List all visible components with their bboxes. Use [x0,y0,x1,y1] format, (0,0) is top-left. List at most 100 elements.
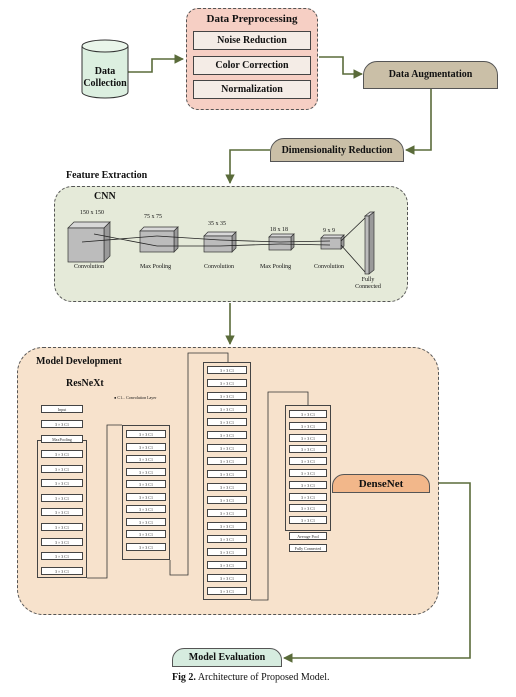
resnext-conv-layer: 3 × 3 C1 [207,444,247,452]
data-collection-line2: Collection [83,78,127,89]
figure-caption: Fig 2. Architecture of Proposed Model. [172,672,329,683]
preprocessing-item-color-correction: Color Correction [193,56,311,75]
resnext-conv-layer: 3 × 3 C1 [41,523,83,531]
cnn-size-2: 75 x 75 [144,214,162,220]
dimensionality-reduction-box: Dimensionality Reduction [270,138,404,162]
resnext-conv-layer: 3 × 3 C1 [207,392,247,400]
resnext-conv-layer: 3 × 3 C1 [41,508,83,517]
cnn-block-4 [268,233,295,251]
resnext-conv-layer: 3 × 3 C1 [289,433,327,442]
arrow-preprocessing-to-augmentation [319,56,363,79]
cnn-size-3: 35 x 35 [208,221,226,227]
cnn-subtitle: CNN [94,191,116,202]
resnext-conv-layer: 3 × 3 C1 [289,469,327,477]
data-augmentation-box: Data Augmentation [363,61,498,89]
resnext-average-pool-layer: Average Pool [289,532,327,540]
resnext-conv-layer: 3 × 3 C1 [289,445,327,454]
resnext-conv-layer: 3 × 3 C1 [207,561,247,569]
resnext-conv-layer: 3 × 3 C1 [207,522,247,530]
resnext-conv-layer: 3 × 3 C1 [289,504,327,513]
densenet-box: DenseNet [332,474,430,493]
resnext-conv-layer: 3 × 3 C1 [126,480,166,488]
data-collection-line1: Data [94,66,116,77]
resnext-conv-layer: 3 × 3 C1 [207,366,247,374]
resnext-conv-layer: 3 × 3 C1 [126,505,166,513]
resnext-conv-layer: 3 × 3 C1 [207,379,247,387]
cnn-fc-line2: Connected [355,284,381,290]
resnext-conv-layer: 3 × 3 C1 [207,418,247,426]
resnext-conv-layer: 3 × 3 C1 [289,480,327,489]
resnext-conv-layer: 3 × 3 C1 [41,537,83,546]
cnn-fully-connected-bar [364,211,375,275]
cnn-layer-label-4: Max Pooling [260,264,292,270]
resnext-conv-layer: 3 × 3 C1 [207,470,247,478]
resnext-conv-layer: 3 × 3 C1 [41,552,83,561]
cnn-layer-label-2: Max Pooling [140,264,172,270]
resnext-conv-layer: 3 × 3 C1 [126,430,166,438]
preprocessing-item-noise-reduction: Noise Reduction [193,31,311,50]
resnext-conv-layer: 3 × 3 C1 [126,530,166,538]
cnn-size-5: 9 x 9 [323,228,335,234]
resnext-col-3-outline [203,362,251,600]
caption-text: Architecture of Proposed Model. [195,672,330,683]
resnext-conv-layer: 3 × 3 C1 [207,548,247,556]
resnext-conv-layer: 3 × 3 C1 [289,457,327,466]
resnext-fully-connected-layer: Fully Connected [289,544,327,552]
resnext-conv-layer: 3 × 3 C1 [207,574,247,582]
resnext-conv-layer: 3 × 3 C1 [207,509,247,517]
resnext-conv-layer: 3 × 3 C1 [289,410,327,418]
resnext-conv-layer: 3 × 3 C1 [41,420,83,428]
preprocessing-title: Data Preprocessing [206,13,298,25]
model-development-title: Model Development [36,356,122,367]
resnext-conv-layer: 3 × 3 C1 [289,492,327,501]
cnn-layer-label-3: Convolution [204,264,235,270]
resnext-conv-layer: 3 × 3 C1 [207,431,247,439]
cnn-layer-label-1: Convolution [74,264,105,270]
resnext-input-layer: Input [41,405,83,413]
legend-dot-icon: ● [114,395,117,400]
arrow-augmentation-to-reduction [405,89,432,155]
data-collection-label: Data Collection [80,66,130,90]
resnext-conv-layer: 3 × 3 C1 [289,516,327,525]
resnext-conv-layer: 3 × 3 C1 [41,479,83,488]
resnext-col-4-outline [285,405,331,531]
database-icon [81,39,129,99]
resnext-conv-layer: 3 × 3 C1 [41,566,83,575]
resnext-conv-layer: 3 × 3 C1 [207,483,247,491]
resnext-conv-layer: 3 × 3 C1 [126,517,166,526]
resnext-conv-layer: 3 × 3 C1 [289,421,327,430]
resnext-conv-layer: 3 × 3 C1 [207,405,247,413]
resnext-legend: ● C1... Convolution Layer [114,395,156,400]
resnext-conv-layer: 3 × 3 C1 [41,464,83,473]
resnext-conv-layer: 3 × 3 C1 [126,442,166,451]
cnn-size-4: 18 x 18 [270,227,288,233]
resnext-conv-layer: 3 × 3 C1 [126,455,166,463]
feature-extraction-title: Feature Extraction [66,170,148,181]
arrow-reduction-to-cnn [225,149,270,184]
cnn-layer-label-5: Convolution [314,264,345,270]
arrow-densenet-to-evaluation [283,482,471,663]
caption-label: Fig 2. [172,672,196,683]
cnn-fc-label: Fully Connected [352,277,384,291]
resnext-conv-layer: 3 × 3 C1 [41,450,83,458]
cnn-size-1: 150 x 150 [80,210,104,216]
preprocessing-item-normalization: Normalization [193,80,311,99]
resnext-maxpool-layer: MaxPooling [41,435,83,443]
resnext-conv-layer: 3 × 3 C1 [126,542,166,551]
resnext-subtitle: ResNeXt [66,378,104,389]
resnext-conv-layer: 3 × 3 C1 [126,492,166,501]
cnn-diagram [67,211,375,275]
model-evaluation-box: Model Evaluation [172,648,282,667]
resnext-col-2-outline [122,425,170,560]
cnn-fc-line1: Fully [361,277,375,283]
resnext-conv-layer: 3 × 3 C1 [207,587,247,595]
resnext-conv-layer: 3 × 3 C1 [126,467,166,476]
cnn-block-1 [67,221,111,263]
resnext-conv-layer: 3 × 3 C1 [207,496,247,504]
resnext-conv-layer: 3 × 3 C1 [41,493,83,502]
cnn-connectors [81,217,366,273]
resnext-conv-layer: 3 × 3 C1 [207,457,247,465]
arrow-collection-to-preprocessing [128,54,184,73]
legend-text: C1... Convolution Layer [117,395,157,400]
resnext-conv-layer: 3 × 3 C1 [207,535,247,543]
